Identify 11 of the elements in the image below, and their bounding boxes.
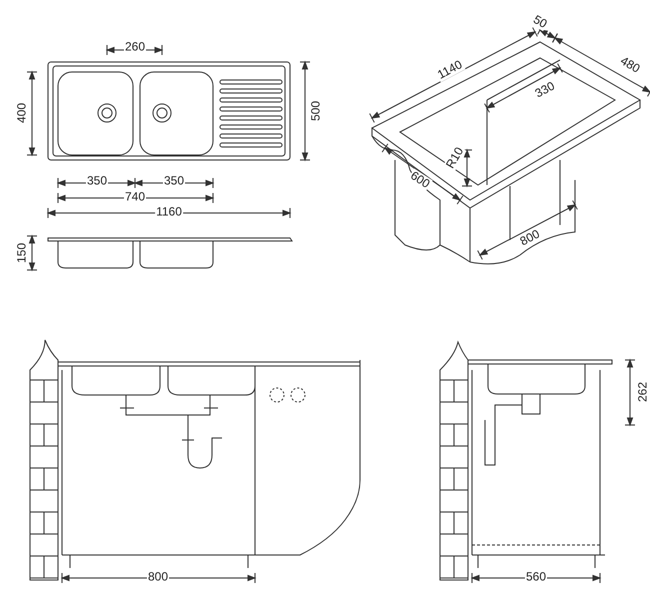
dimension-label: 560 <box>524 570 548 584</box>
dimension-label: 500 <box>310 100 322 122</box>
dimension-label: 400 <box>16 102 28 124</box>
dimension-label: 350 <box>162 174 186 188</box>
dimension-label: 150 <box>16 242 28 264</box>
dimension-label: 260 <box>124 40 146 54</box>
dimension-label: 800 <box>146 570 170 584</box>
dimension-label: 262 <box>636 380 650 404</box>
dimension-label: 350 <box>86 174 108 188</box>
dimension-label: 740 <box>124 190 146 204</box>
dimension-label: 1160 <box>155 206 183 218</box>
